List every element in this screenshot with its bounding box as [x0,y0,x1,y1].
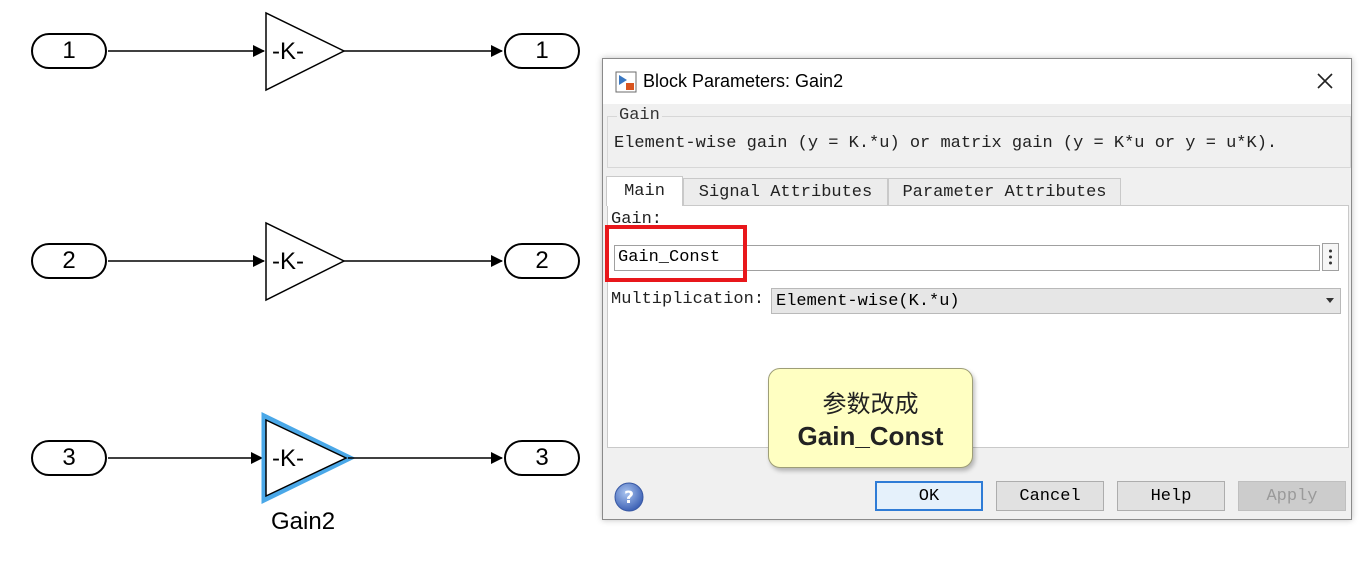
tab-main[interactable]: Main [606,176,683,206]
gain-block-1-text: -K- [272,38,304,65]
gain-block-2[interactable] [265,221,346,302]
help-icon[interactable]: ? [613,481,645,513]
close-icon[interactable] [1313,69,1337,93]
more-options-icon [1329,249,1332,265]
multiplication-select[interactable]: Element-wise(K.*u) [771,288,1341,314]
dialog-title: Block Parameters: Gain2 [643,71,844,91]
group-title: Gain [617,106,662,125]
inport-3[interactable]: 3 [31,440,107,476]
gain-block-2-text: -K- [272,248,304,275]
gain-label: Gain: [611,210,663,229]
svg-text:?: ? [624,488,634,508]
ok-button[interactable]: OK [875,481,983,511]
outport-2[interactable]: 2 [504,243,580,279]
block-description: Element-wise gain (y = K.*u) or matrix g… [614,134,1278,153]
multiplication-value: Element-wise(K.*u) [776,292,960,311]
multiplication-label: Multiplication: [611,290,765,309]
inport-2[interactable]: 2 [31,243,107,279]
gain-more-options-button[interactable] [1322,243,1339,271]
callout-line-2: Gain_Const [797,421,944,451]
help-button[interactable]: Help [1117,481,1225,511]
block-parameters-dialog: Block Parameters: Gain2 Gain Element-wis… [602,58,1352,520]
dropdown-caret-icon [1326,298,1334,303]
gain-block-1[interactable] [265,11,346,92]
gain-block-3[interactable] [265,418,348,498]
tab-signal-attributes[interactable]: Signal Attributes [683,178,888,206]
outport-3[interactable]: 3 [504,440,580,476]
tab-parameter-attributes[interactable]: Parameter Attributes [888,178,1121,206]
description-group [607,116,1351,168]
dialog-titlebar[interactable]: Block Parameters: Gain2 [603,59,1351,104]
app-icon [615,71,637,93]
callout-line-1: 参数改成 [822,390,919,418]
gain-input[interactable]: Gain_Const [614,245,1320,271]
gain-input-highlight [605,225,747,282]
gain-block-3-text: -K- [272,445,304,472]
gain-block-3-name[interactable]: Gain2 [271,508,336,535]
outport-1[interactable]: 1 [504,33,580,69]
inport-1[interactable]: 1 [31,33,107,69]
model-canvas [108,11,503,505]
gain-block-3-selection [261,411,356,505]
apply-button[interactable]: Apply [1238,481,1346,511]
cancel-button[interactable]: Cancel [996,481,1104,511]
annotation-callout: 参数改成 Gain_Const [768,368,973,468]
